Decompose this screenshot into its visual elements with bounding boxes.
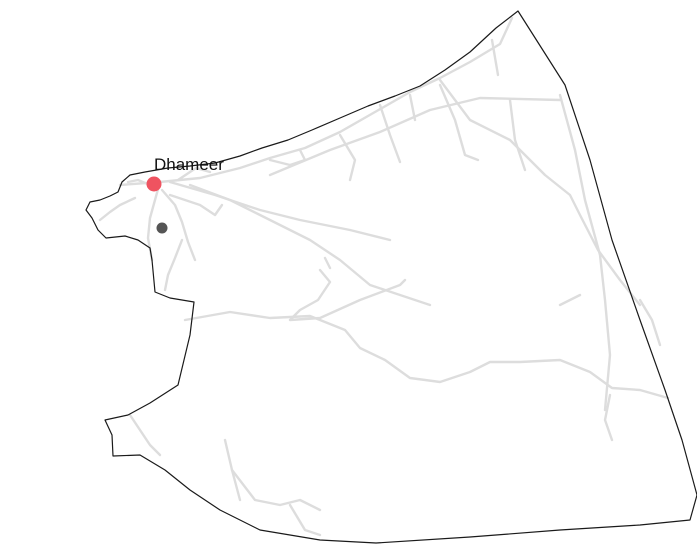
place-marker-dhameer xyxy=(146,176,162,192)
road xyxy=(268,148,307,167)
road xyxy=(118,16,514,187)
road xyxy=(438,78,642,307)
road xyxy=(168,193,224,217)
road xyxy=(183,310,670,400)
road xyxy=(146,180,162,262)
road xyxy=(126,178,152,187)
road xyxy=(438,83,480,162)
place-label-dhameer: Dhameer xyxy=(154,155,224,174)
road xyxy=(98,196,137,222)
road xyxy=(160,188,197,262)
road xyxy=(128,413,162,457)
district-boundary xyxy=(85,10,697,544)
secondary-marker xyxy=(156,222,168,234)
road-network xyxy=(98,16,670,537)
road xyxy=(268,96,562,177)
road xyxy=(230,468,322,512)
road xyxy=(168,180,392,242)
road xyxy=(378,103,402,164)
road xyxy=(176,166,212,182)
road xyxy=(490,38,500,77)
road xyxy=(558,93,612,412)
road xyxy=(163,238,184,292)
road xyxy=(338,133,357,182)
road xyxy=(408,93,417,122)
road xyxy=(323,256,332,270)
road xyxy=(288,503,322,537)
road xyxy=(603,393,614,442)
road xyxy=(288,268,407,322)
road xyxy=(508,98,527,172)
road xyxy=(638,298,662,347)
road xyxy=(558,293,582,307)
